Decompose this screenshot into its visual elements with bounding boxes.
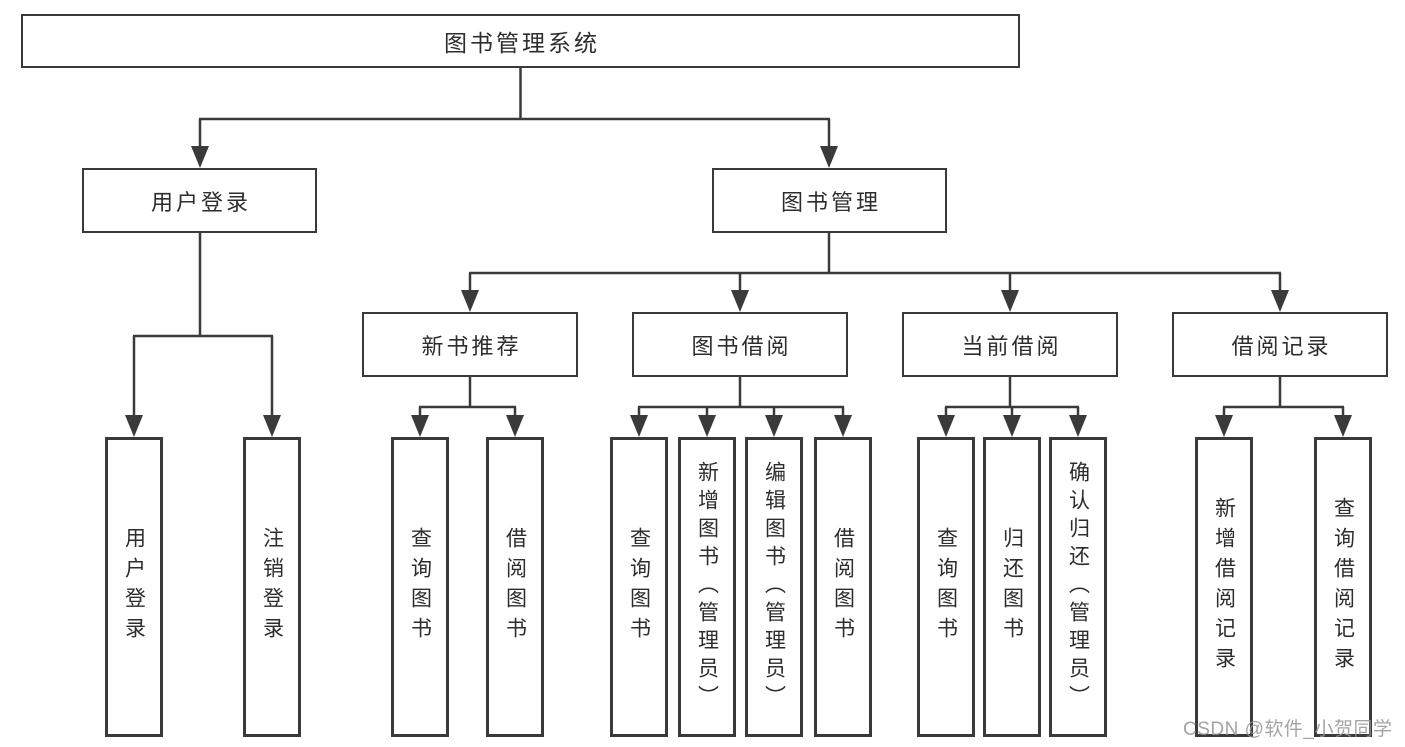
leaf-edit-books: 编辑图书（管理员）: [745, 437, 803, 737]
csdn-watermark: CSDN @软件_小贺同学: [1183, 719, 1393, 740]
leaf-return-books-label: 归还图书: [1000, 527, 1024, 647]
leaf-add-books-label: 新增图书（管理员）: [695, 461, 719, 713]
leaf-confirm-return-label: 确认归还（管理员）: [1066, 461, 1090, 713]
node-user-login: 用户登录: [82, 168, 317, 233]
node-root-label: 图书管理系统: [444, 30, 600, 56]
node-current-borrow-label: 当前借阅: [961, 333, 1062, 359]
leaf-add-record: 新增借阅记录: [1195, 437, 1253, 737]
leaf-add-record-label: 新增借阅记录: [1212, 497, 1236, 677]
node-book-management-label: 图书管理: [780, 189, 881, 215]
leaf-query-books-1-label: 查询图书: [408, 527, 432, 647]
leaf-query-books-1: 查询图书: [391, 437, 449, 737]
node-new-book-recommend-label: 新书推荐: [421, 333, 522, 359]
leaf-query-books-3-label: 查询图书: [934, 527, 958, 647]
leaf-borrow-books-1: 借阅图书: [486, 437, 544, 737]
leaf-query-record: 查询借阅记录: [1314, 437, 1372, 737]
node-borrow-records: 借阅记录: [1172, 312, 1388, 377]
leaf-user-login: 用户登录: [105, 437, 163, 737]
node-current-borrow: 当前借阅: [902, 312, 1118, 377]
node-book-borrow-label: 图书借阅: [691, 333, 792, 359]
leaf-borrow-books-1-label: 借阅图书: [503, 527, 527, 647]
leaf-logout-label: 注销登录: [260, 527, 284, 647]
leaf-query-books-2-label: 查询图书: [627, 527, 651, 647]
leaf-edit-books-label: 编辑图书（管理员）: [762, 461, 786, 713]
leaf-borrow-books-2: 借阅图书: [814, 437, 872, 737]
arrowheads: [125, 146, 1352, 437]
node-root: 图书管理系统: [21, 14, 1020, 68]
leaf-borrow-books-2-label: 借阅图书: [831, 527, 855, 647]
leaf-confirm-return: 确认归还（管理员）: [1049, 437, 1107, 737]
node-user-login-label: 用户登录: [150, 189, 251, 215]
node-book-management: 图书管理: [712, 168, 947, 233]
node-new-book-recommend: 新书推荐: [362, 312, 578, 377]
leaf-logout: 注销登录: [243, 437, 301, 737]
leaf-return-books: 归还图书: [983, 437, 1041, 737]
node-borrow-records-label: 借阅记录: [1231, 333, 1332, 359]
leaf-add-books: 新增图书（管理员）: [678, 437, 736, 737]
leaf-query-books-3: 查询图书: [917, 437, 975, 737]
node-book-borrow: 图书借阅: [632, 312, 848, 377]
leaf-query-books-2: 查询图书: [610, 437, 668, 737]
leaf-query-record-label: 查询借阅记录: [1331, 497, 1355, 677]
leaf-user-login-label: 用户登录: [122, 527, 146, 647]
